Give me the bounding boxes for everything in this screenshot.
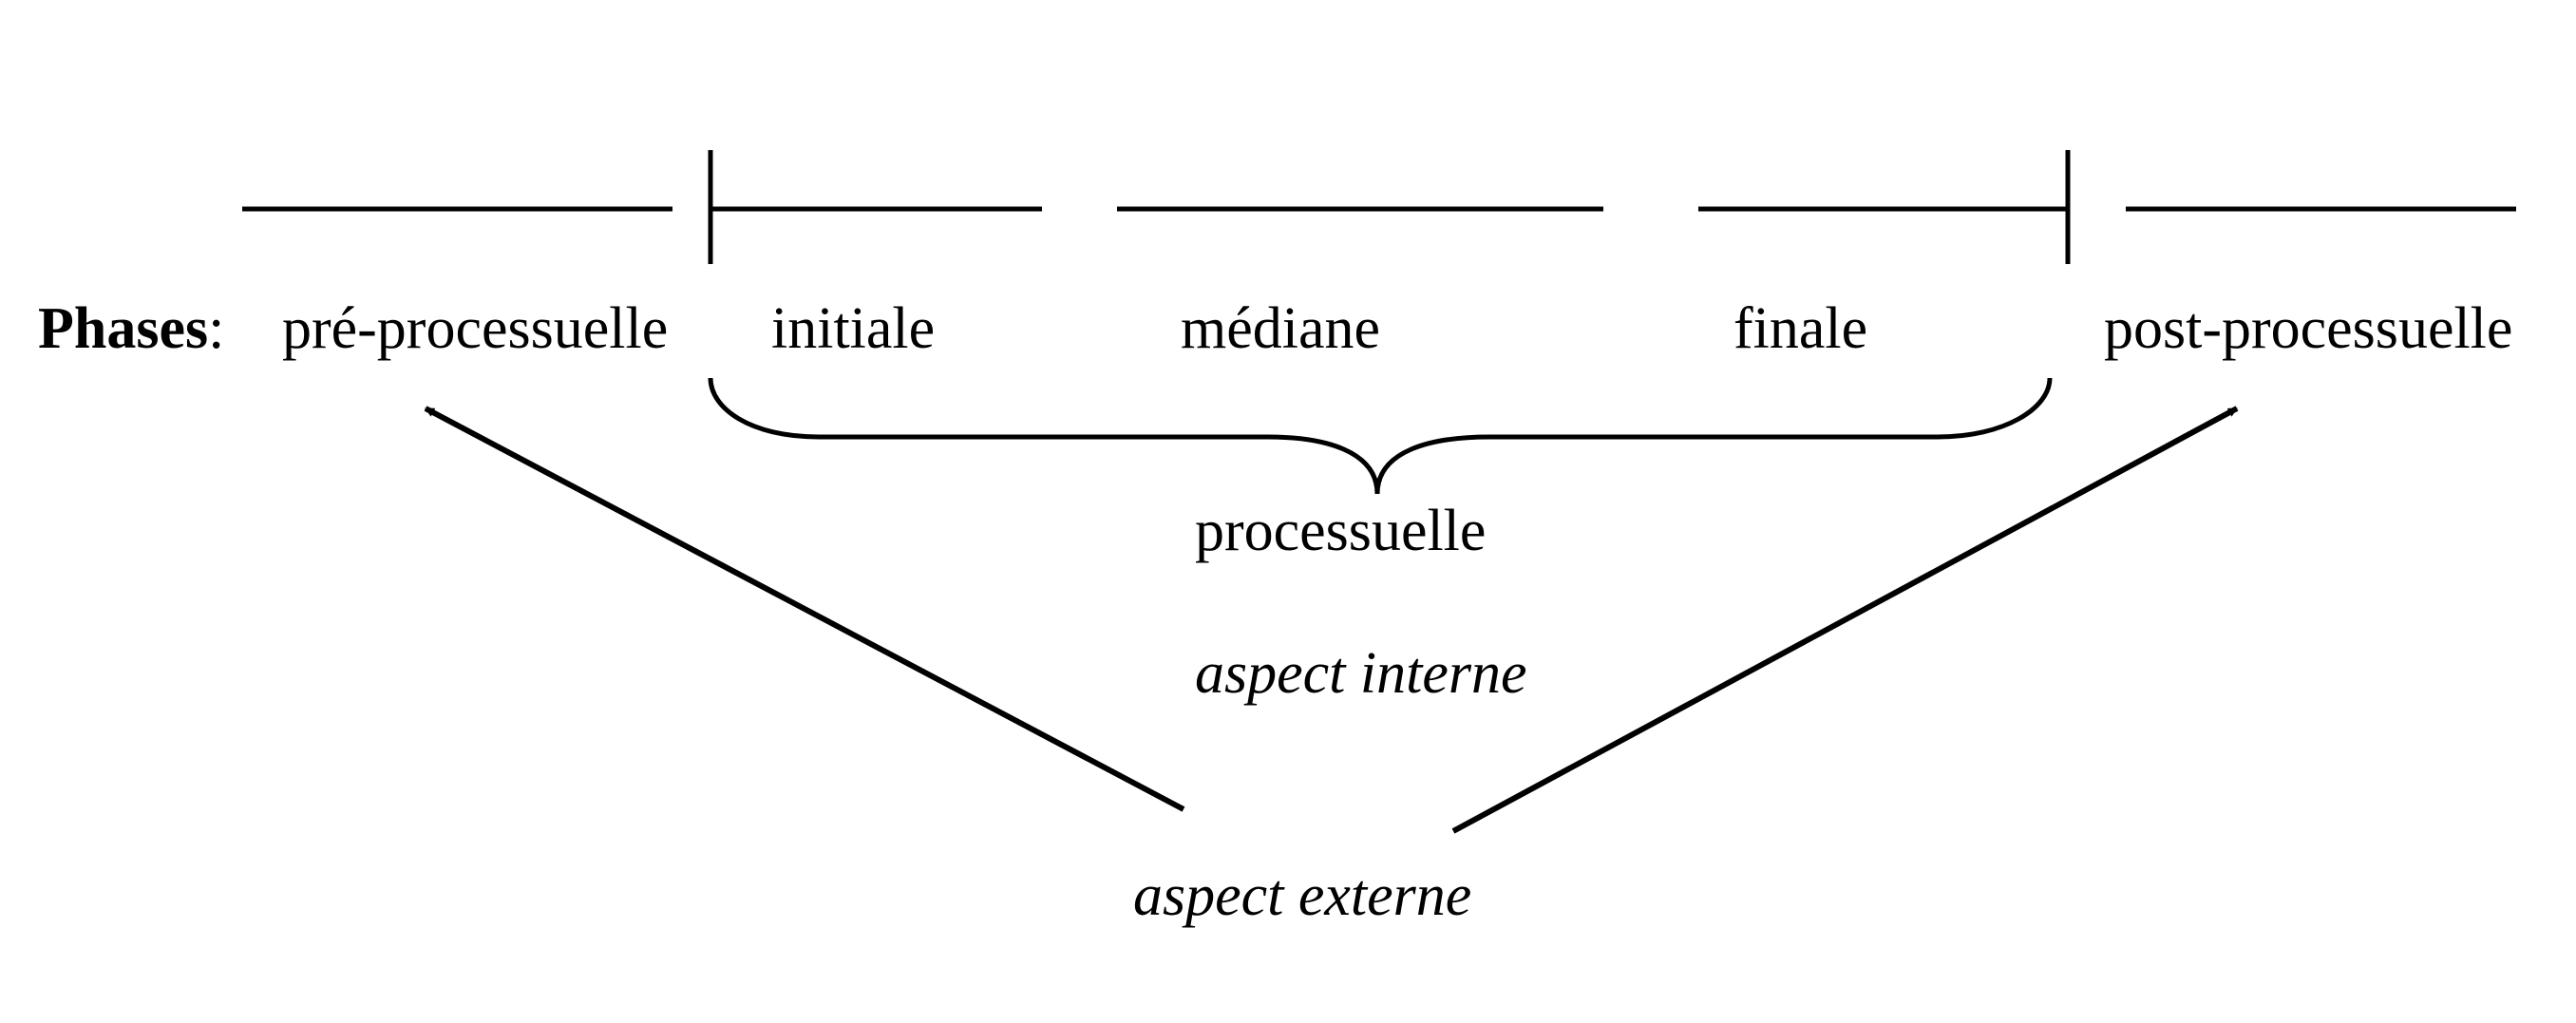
phases-heading-title: Phases xyxy=(38,296,209,361)
arrow-to-post-processual xyxy=(1451,406,2239,834)
arrow-to-pre-processual xyxy=(424,406,1185,812)
phase-label-pre: pré-processuelle xyxy=(282,296,669,361)
phase-label-median: médiane xyxy=(1181,296,1381,361)
internal-aspect-label: aspect interne xyxy=(1195,641,1527,706)
phases-heading: Phases: xyxy=(38,299,224,358)
phase-label-post: post-processuelle xyxy=(2104,296,2513,361)
processual-brace xyxy=(708,377,2053,495)
phase-label-final: finale xyxy=(1733,296,1868,361)
phase-label-initial: initiale xyxy=(771,296,936,361)
phases-heading-colon: : xyxy=(208,296,225,361)
external-aspect-label: aspect externe xyxy=(1133,863,1472,928)
processual-label: processuelle xyxy=(1195,499,1487,563)
